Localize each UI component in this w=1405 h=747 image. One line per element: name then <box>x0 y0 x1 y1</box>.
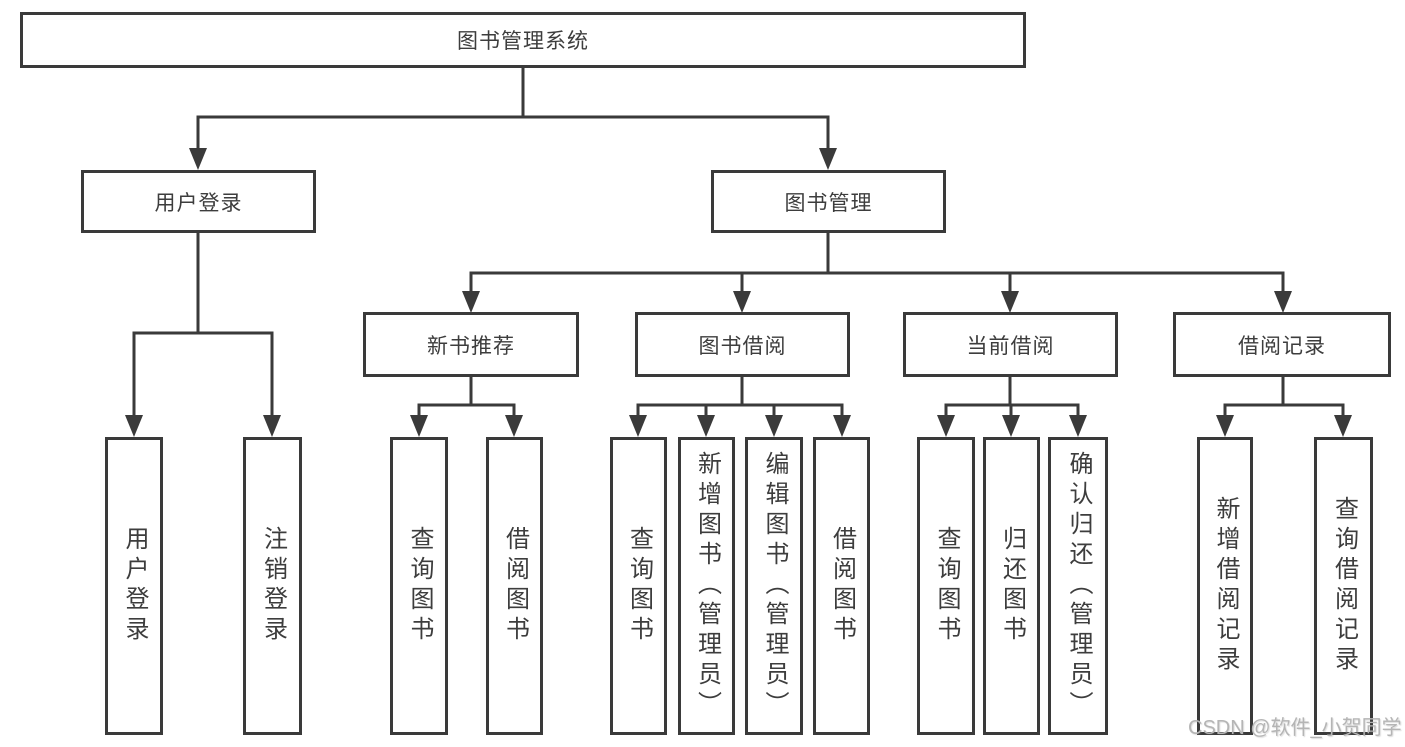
node-book-management: 图书管理 <box>711 170 946 233</box>
node-label: 注销登录 <box>259 526 287 646</box>
node-new-book-recommendation: 新书推荐 <box>363 312 579 377</box>
leaf-borrow-books: 借阅图书 <box>813 437 870 735</box>
node-label: 新增图书（管理员） <box>693 451 721 721</box>
node-label: 确认归还（管理员） <box>1065 451 1092 721</box>
node-label: 新增借阅记录 <box>1212 496 1239 676</box>
node-label: 用户登录 <box>154 191 243 215</box>
leaf-query-books-borrow: 查询图书 <box>610 437 667 735</box>
watermark: CSDN @软件_小贺同学 <box>1188 717 1402 739</box>
leaf-add-books-admin: 新增图书（管理员） <box>678 437 735 735</box>
leaf-user-login: 用户登录 <box>105 437 163 735</box>
leaf-add-borrow-record: 新增借阅记录 <box>1197 437 1253 735</box>
leaf-query-books-recommend: 查询图书 <box>390 437 448 735</box>
node-borrowing-records: 借阅记录 <box>1173 312 1391 377</box>
node-label: 编辑图书（管理员） <box>761 451 788 721</box>
node-label: 借阅图书 <box>501 526 529 646</box>
node-label: 查询图书 <box>625 526 653 646</box>
node-library-management-system: 图书管理系统 <box>20 12 1026 68</box>
node-label: 查询借阅记录 <box>1330 496 1358 676</box>
node-current-borrowing: 当前借阅 <box>903 312 1118 377</box>
node-user-login: 用户登录 <box>81 170 316 233</box>
node-label: 图书管理系统 <box>457 30 589 53</box>
leaf-edit-books-admin: 编辑图书（管理员） <box>745 437 803 735</box>
node-label: 图书借阅 <box>698 334 787 358</box>
leaf-borrow-books-recommend: 借阅图书 <box>486 437 543 735</box>
node-label: 借阅记录 <box>1238 334 1326 358</box>
leaf-return-books: 归还图书 <box>983 437 1040 735</box>
node-label: 归还图书 <box>998 526 1026 646</box>
leaf-confirm-return-admin: 确认归还（管理员） <box>1048 437 1108 735</box>
node-book-borrowing: 图书借阅 <box>635 312 850 377</box>
node-label: 图书管理 <box>784 191 873 215</box>
node-label: 查询图书 <box>933 526 960 646</box>
node-label: 当前借阅 <box>966 334 1055 358</box>
leaf-query-books-current: 查询图书 <box>917 437 975 735</box>
leaf-query-borrow-record: 查询借阅记录 <box>1314 437 1373 735</box>
node-label: 用户登录 <box>121 526 148 646</box>
node-label: 查询图书 <box>406 526 433 646</box>
node-label: 借阅图书 <box>828 526 856 646</box>
node-label: 新书推荐 <box>427 334 515 358</box>
leaf-logout: 注销登录 <box>243 437 302 735</box>
